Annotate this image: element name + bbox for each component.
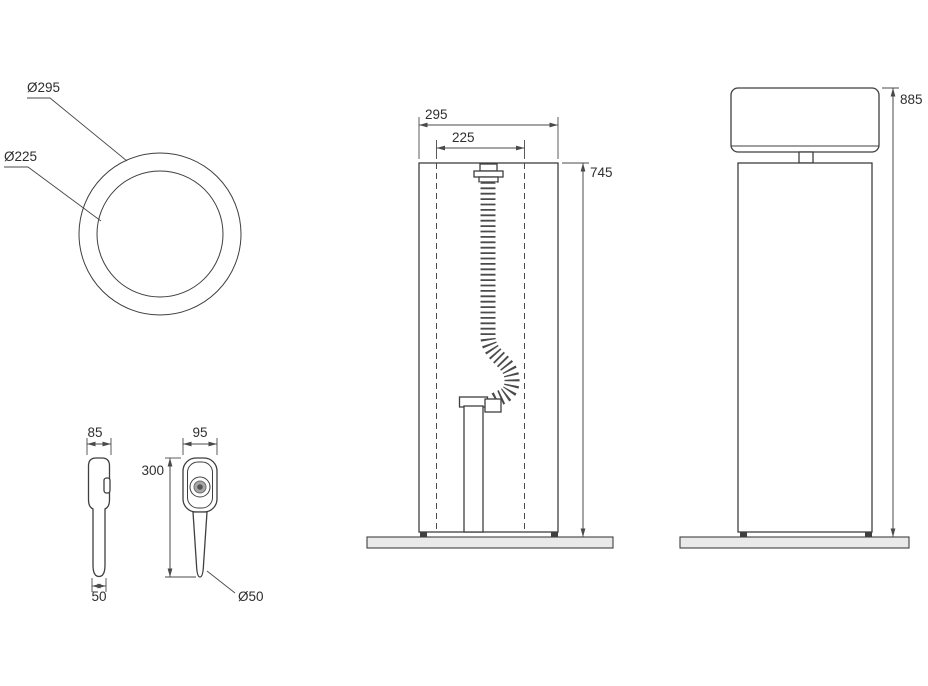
front-width-label: 95	[192, 425, 207, 440]
top-view: Ø295 Ø225	[4, 80, 242, 316]
foot	[865, 531, 872, 538]
hand-shower-side-view: 85 50	[86, 425, 112, 604]
handle-diameter-leader	[206, 570, 236, 594]
hand-shower-front-view: 95 300 Ø50	[141, 425, 263, 604]
side-view: 885	[679, 87, 923, 549]
hand-shower-handle	[192, 511, 208, 578]
hose-coupling	[484, 398, 502, 413]
drain-flange	[473, 170, 504, 178]
hand-shower-side-body	[87, 457, 111, 578]
handle-diameter-label: Ø50	[238, 589, 264, 604]
inner-diameter-label: Ø225	[4, 149, 37, 164]
column-outline	[737, 162, 873, 533]
base-plate	[366, 536, 614, 549]
foot	[420, 531, 427, 538]
foot	[740, 531, 747, 538]
outer-diameter-label: Ø295	[27, 80, 60, 95]
inner-diameter-leader	[4, 166, 102, 222]
side-width-label: 85	[87, 425, 102, 440]
foot	[551, 531, 558, 538]
waste-pipe	[463, 405, 484, 533]
spray-face-center	[197, 484, 203, 490]
outer-diameter-leader	[27, 97, 128, 162]
hand-shower-button	[103, 477, 111, 494]
column-height-label: 745	[590, 165, 613, 180]
spray-face-outer	[189, 476, 211, 498]
outer-circle	[78, 152, 242, 316]
inner-circle	[96, 170, 224, 298]
base-width-label: 50	[91, 589, 106, 604]
drain-fitting-neck	[478, 176, 499, 183]
base-plate	[679, 536, 910, 549]
basin	[730, 87, 880, 153]
drain-fitting-top	[479, 163, 498, 172]
shower-height-label: 300	[141, 463, 164, 478]
front-view: 295 225 745	[366, 107, 614, 549]
basin-column-connector	[798, 151, 814, 164]
inner-width-label: 225	[452, 130, 475, 145]
overall-height-label: 885	[900, 92, 923, 107]
column-width-label: 295	[425, 107, 448, 122]
shower-head-inner-line	[187, 461, 213, 509]
